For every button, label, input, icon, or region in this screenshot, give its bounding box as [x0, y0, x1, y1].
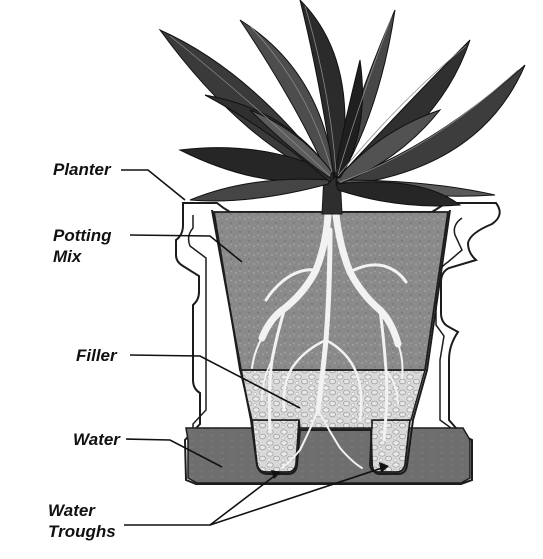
potting-mix-leader [129, 234, 243, 263]
label-water-troughs-line2: Troughs [48, 522, 116, 541]
troughs-leader-right [209, 466, 386, 526]
label-potting-mix-line2: Mix [53, 247, 82, 266]
label-water-troughs-line1: Water [48, 501, 95, 520]
water-trough-left [250, 419, 300, 473]
leader-lines [121, 169, 386, 526]
label-potting-mix: Potting Mix [53, 225, 112, 267]
water-reservoir [185, 427, 471, 484]
label-water-troughs: Water Troughs [48, 500, 116, 542]
water-trough-right [369, 419, 412, 473]
label-planter: Planter [53, 160, 111, 179]
inner-pot-outline [211, 209, 451, 475]
label-filler: Filler [76, 346, 117, 365]
leaf-veins [169, 5, 519, 183]
water-leader [125, 438, 223, 468]
label-water: Water [73, 430, 120, 449]
filler-leader [129, 354, 301, 409]
plant-foliage [158, 0, 526, 207]
planter-leader [121, 169, 186, 201]
label-potting-mix-line1: Potting [53, 226, 112, 245]
plant-roots [251, 211, 408, 469]
